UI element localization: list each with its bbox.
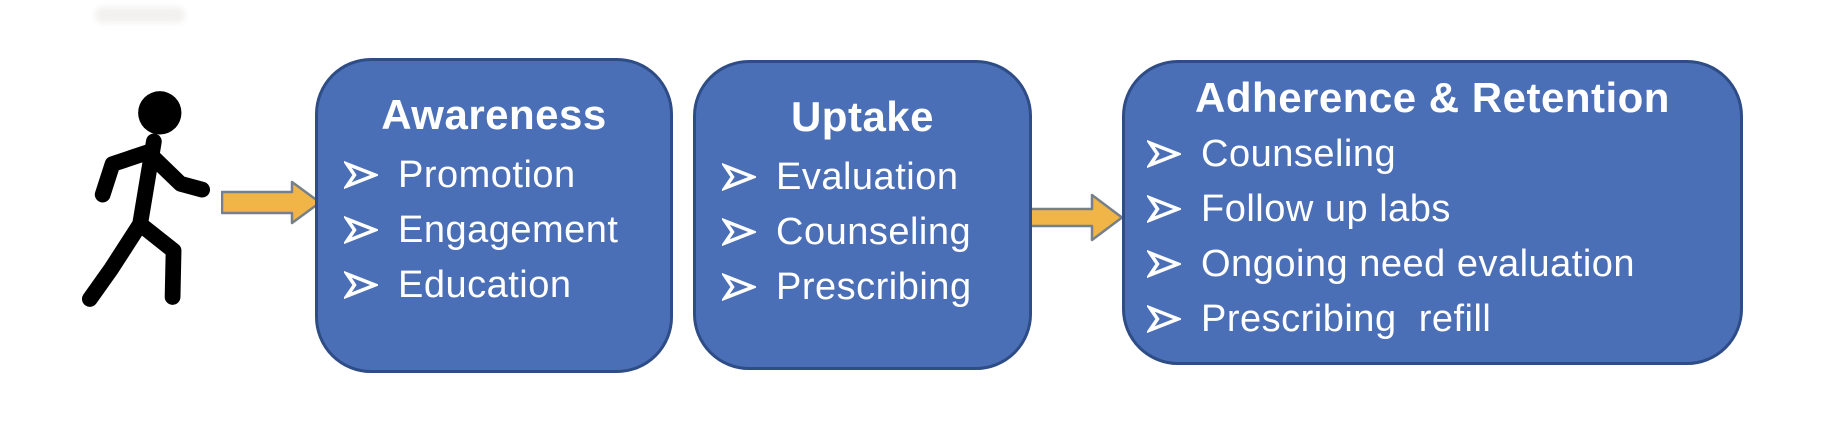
chevron-bullet-icon bbox=[344, 215, 378, 244]
list-item-label: Prescribing refill bbox=[1201, 297, 1492, 340]
chevron-bullet-icon bbox=[722, 162, 756, 191]
list-item: Ongoing need evaluation bbox=[1147, 236, 1730, 291]
list-item-label: Ongoing need evaluation bbox=[1201, 242, 1636, 285]
list-item: Follow up labs bbox=[1147, 181, 1730, 236]
chevron-bullet-icon bbox=[722, 272, 756, 301]
stage-title: Adherence & Retention bbox=[1195, 74, 1670, 121]
stage-item-list: Promotion Engagement Education bbox=[318, 147, 670, 312]
list-item-label: Engagement bbox=[398, 208, 619, 251]
chevron-bullet-icon bbox=[344, 160, 378, 189]
chevron-bullet-icon bbox=[344, 270, 378, 299]
list-item-label: Promotion bbox=[398, 153, 576, 196]
chevron-bullet-icon bbox=[1147, 194, 1181, 223]
list-item-label: Education bbox=[398, 263, 572, 306]
right-block-arrow-icon bbox=[221, 180, 322, 225]
right-block-arrow-icon bbox=[1029, 193, 1124, 242]
stage-title: Awareness bbox=[381, 91, 607, 138]
list-item: Evaluation bbox=[722, 149, 1019, 204]
list-item: Counseling bbox=[1147, 126, 1730, 181]
stage-item-list: Evaluation Counseling Prescribing bbox=[696, 149, 1029, 314]
list-item: Prescribing refill bbox=[1147, 291, 1730, 346]
scan-artifact-smudge bbox=[95, 7, 185, 23]
chevron-bullet-icon bbox=[722, 217, 756, 246]
stage-box-awareness: Awareness Promotion Engagement Education bbox=[315, 58, 673, 373]
stage-title: Uptake bbox=[790, 93, 935, 140]
stage-box-adherence-retention: Adherence & Retention Counseling Follow … bbox=[1122, 60, 1743, 365]
chevron-bullet-icon bbox=[1147, 249, 1181, 278]
list-item: Education bbox=[344, 257, 660, 312]
list-item-label: Prescribing bbox=[776, 265, 972, 308]
list-item: Prescribing bbox=[722, 259, 1019, 314]
list-item-label: Follow up labs bbox=[1201, 187, 1451, 230]
list-item: Promotion bbox=[344, 147, 660, 202]
list-item-label: Counseling bbox=[776, 210, 972, 253]
chevron-bullet-icon bbox=[1147, 139, 1181, 168]
list-item: Counseling bbox=[722, 204, 1019, 259]
list-item-label: Counseling bbox=[1201, 132, 1397, 175]
chevron-bullet-icon bbox=[1147, 304, 1181, 333]
list-item: Engagement bbox=[344, 202, 660, 257]
stage-box-uptake: Uptake Evaluation Counseling Prescribing bbox=[693, 60, 1032, 370]
walking-person-icon bbox=[82, 91, 210, 307]
stage-item-list: Counseling Follow up labs Ongoing need e… bbox=[1125, 126, 1740, 346]
list-item-label: Evaluation bbox=[776, 155, 959, 198]
